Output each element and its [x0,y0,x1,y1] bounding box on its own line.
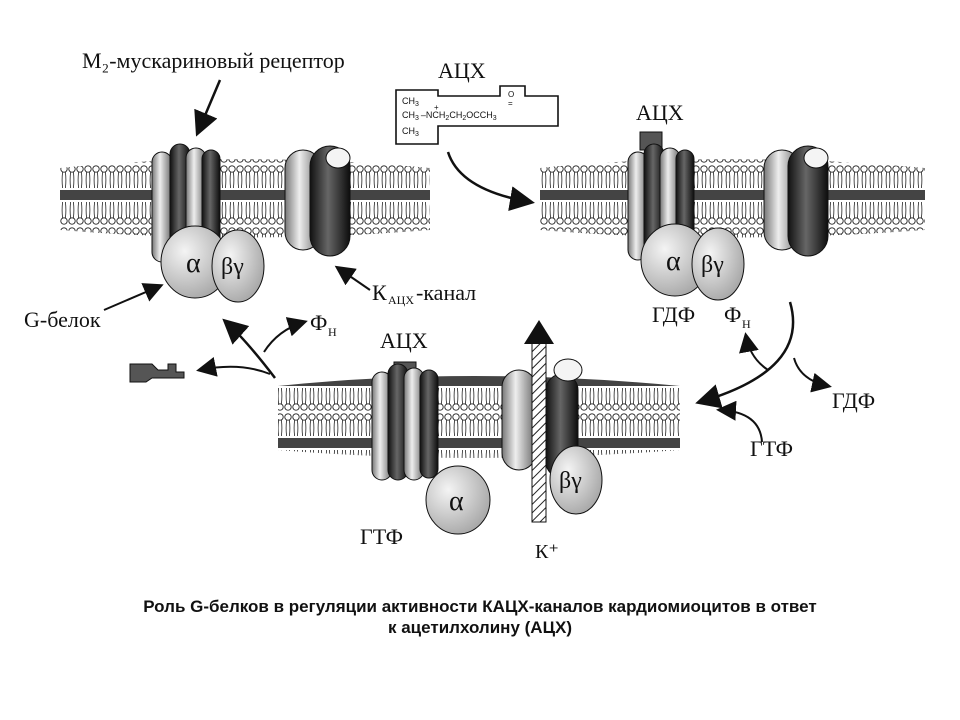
fn-label-right: Ф Н [724,302,751,331]
g-protein-beta-gamma-bound: βγ [549,445,603,515]
figure-caption: Роль G-белков в регуляции активности КАЦ… [0,596,960,638]
ach-label-bottom: АЦХ [380,328,428,353]
fn-label-left: Ф Н [310,310,337,339]
kach-channel-open [501,358,583,479]
caption-line-1: Роль G-белков в регуляции активности КАЦ… [143,597,817,616]
kach-channel-arrow [334,265,371,291]
released-ach-icon [129,363,185,383]
caption-line-2: к ацетилхолину (АЦХ) [388,618,572,637]
svg-text:АЦХ: АЦХ [388,293,414,307]
gtp-label-right: ГТФ [750,436,793,461]
cycle-arrow-down [695,301,795,409]
receptor-arrow [194,79,222,137]
ach-label-bound: АЦХ [636,100,684,125]
svg-text:Ф: Ф [310,310,327,335]
svg-text:βγ: βγ [559,468,582,494]
g-protein-beta-gamma-top-left: βγ [211,229,265,303]
svg-text:CH3: CH3 [402,126,419,138]
kach-channel-top-left [284,145,351,257]
g-protein-alpha-gtp: α [425,465,491,535]
g-protein-diagram: α βγ М₂-мускариновый рецептор G-белок К … [24,48,925,563]
m2-receptor-label: М₂-мускариновый рецептор [82,48,345,73]
membrane-bottom [278,376,680,458]
membrane-top-right [540,159,925,238]
svg-text:=: = [508,99,513,108]
k-ion-flow-arrow [524,320,554,523]
kach-channel-top-right [763,145,829,257]
svg-text:Ф: Ф [724,302,741,327]
return-arrow-up [222,318,276,379]
fn-release-arrow [739,332,769,371]
gtp-binding-arrow [716,400,763,443]
svg-text:Н: Н [328,325,337,339]
svg-text:-канал: -канал [416,280,476,305]
svg-text:CH3: CH3 [402,96,419,108]
svg-text:α: α [666,246,681,277]
svg-text:+: + [434,103,439,112]
gdp-release-arrow [793,357,832,393]
g-protein-arrow [103,283,164,311]
alpha-label: α [186,248,201,279]
acetylcholine-molecule: CH3 CH3–NCH2CH2OCCH3 CH3 + O = [395,85,559,145]
m2-receptor-bottom [371,361,439,481]
fn-arrow-left [263,317,308,353]
svg-text:O: O [508,90,514,99]
k-ion-label: К⁺ [535,541,559,563]
svg-text:К: К [372,280,387,305]
gdp-label-released: ГДФ [832,388,875,413]
svg-text:βγ: βγ [701,252,724,278]
gdp-label-bound: ГДФ [652,302,695,327]
svg-text:α: α [449,486,464,517]
svg-text:Н: Н [742,317,751,331]
gtp-label-bottom: ГТФ [360,524,403,549]
g-protein-beta-gamma-top-right: βγ [691,227,745,301]
transition-arrow-right [446,151,535,211]
membrane-top-left [60,159,430,238]
g-protein-label: G-белок [24,307,101,332]
kach-channel-label: К АЦХ -канал [372,280,476,307]
beta-gamma-label: βγ [221,254,244,280]
svg-text:CH3–NCH2CH2OCCH3: CH3–NCH2CH2OCCH3 [402,110,497,122]
ach-release-arrow [196,357,271,377]
ach-label-top: АЦХ [438,58,486,83]
